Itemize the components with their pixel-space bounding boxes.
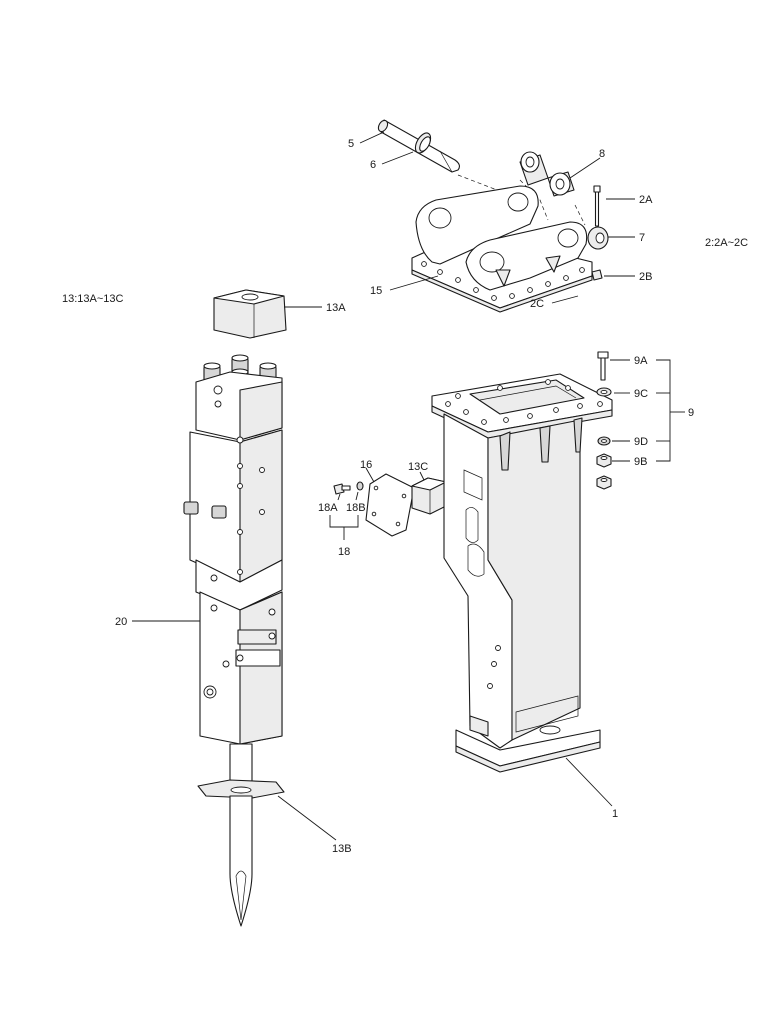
retainer-part-13B (197, 779, 285, 799)
washer-part-18B (356, 481, 364, 491)
callout-9A: 9A (634, 355, 648, 367)
callout-2B: 2B (639, 271, 652, 283)
callout-18A: 18A (318, 502, 338, 514)
callout-16: 16 (360, 459, 372, 471)
callout-7: 7 (639, 232, 645, 244)
callout-1: 1 (612, 808, 618, 820)
nut-part-2B (591, 269, 603, 281)
mounting-bracket-assembly (377, 119, 609, 313)
cover-plate-part-16 (365, 473, 415, 537)
callout-8: 8 (599, 148, 605, 160)
bolt-part-2A (593, 185, 601, 227)
leader-lines (132, 131, 685, 841)
callout-13B: 13B (332, 843, 352, 855)
bolt-part-9A (597, 351, 609, 381)
callout-9D: 9D (634, 436, 648, 448)
callout-9C: 9C (634, 388, 648, 400)
collar-part-6 (414, 132, 432, 154)
callout-20: 20 (115, 616, 127, 628)
bushing-part-8 (519, 151, 575, 197)
note-kit-13: 13:13A~13C (62, 293, 124, 305)
callout-2A: 2A (639, 194, 653, 206)
callout-13A: 13A (326, 302, 346, 314)
hammer-body-part-20 (183, 289, 287, 927)
callout-18B: 18B (346, 502, 366, 514)
screw-part-18A (333, 483, 351, 495)
callout-13C: 13C (408, 461, 428, 473)
nut-part-9B (596, 453, 612, 468)
callout-18: 18 (338, 546, 350, 558)
callout-5: 5 (348, 138, 354, 150)
callout-6: 6 (370, 159, 376, 171)
callout-labels: 5 6 8 2A 7 2B 2C 15 2:2A~2C 13:13A~13C 1… (62, 138, 748, 855)
nut-part-extra (596, 475, 612, 490)
bushing-part-7 (587, 226, 609, 250)
housing-frame-part-1 (431, 373, 613, 773)
bracket-part-15 (411, 185, 593, 313)
washer-part-9D (597, 436, 611, 446)
cap-part-13A (213, 289, 287, 339)
callout-15: 15 (370, 285, 382, 297)
note-kit-2: 2:2A~2C (705, 237, 748, 249)
washer-part-9C (596, 387, 612, 397)
callout-2C: 2C (530, 298, 544, 310)
pad-part-13C (411, 477, 447, 515)
callout-9: 9 (688, 407, 694, 419)
callout-9B: 9B (634, 456, 647, 468)
